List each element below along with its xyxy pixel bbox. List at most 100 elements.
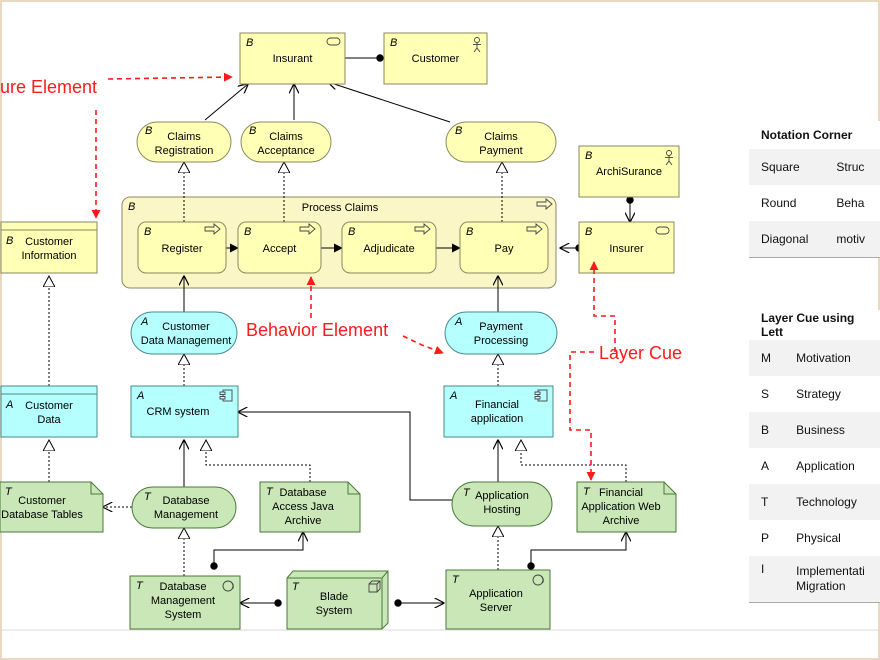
application-server-label: Server	[480, 602, 513, 614]
layer-letter: A	[449, 390, 457, 402]
process-arrow-icon	[536, 198, 553, 210]
claims-acceptance-label: Acceptance	[257, 145, 314, 157]
layer-name-cell: Physical	[784, 520, 880, 556]
pay[interactable]: B Pay	[459, 221, 549, 274]
financial-application-label: application	[471, 413, 524, 425]
claims-registration[interactable]: B Claims Registration	[136, 121, 232, 163]
blade-system-label: System	[316, 605, 353, 617]
customer-data-management-label: Data Management	[141, 335, 232, 347]
pay-label: Pay	[495, 243, 514, 255]
database-management[interactable]: T Database Management	[131, 486, 237, 529]
claims-payment[interactable]: B Claims Payment	[445, 121, 557, 163]
accept-label: Accept	[263, 243, 297, 255]
financial-application[interactable]: A Financial application	[443, 385, 554, 438]
claims-registration-label: Claims	[167, 131, 201, 143]
layer-cue-title: Layer Cue using Lett	[749, 310, 880, 340]
crm-system-label: CRM system	[147, 406, 210, 418]
system-software-icon	[532, 574, 544, 586]
layer-name-cell: Migration	[796, 578, 846, 593]
actor-icon	[665, 150, 673, 166]
layer-letter: A	[5, 399, 13, 411]
role-icon	[326, 37, 341, 46]
structure-element-annotation: ure Element	[0, 77, 97, 97]
layer-letter: B	[466, 226, 473, 238]
claims-acceptance[interactable]: B Claims Acceptance	[240, 121, 332, 163]
layer-letter: T	[144, 491, 152, 503]
layer-letter: B	[348, 226, 355, 238]
layer-letter: B	[246, 37, 253, 49]
financial-application-web-archive-label: Application Web	[581, 501, 660, 513]
layer-letter-cell: I	[749, 556, 785, 602]
customer[interactable]: B Customer	[383, 32, 488, 85]
customer-data[interactable]: A Customer Data	[0, 385, 98, 438]
database-access-java-archive-label: Archive	[285, 515, 322, 527]
process-claims-label: Process Claims	[302, 202, 379, 214]
layer-letter-cell: T	[749, 484, 785, 520]
notation-meaning: Struc	[824, 149, 880, 185]
layer-letter: B	[144, 226, 151, 238]
database-access-java-archive-label: Database	[279, 487, 326, 499]
customer-data-label: Data	[37, 414, 61, 426]
layer-letter: B	[249, 125, 256, 137]
payment-processing[interactable]: A Payment Processing	[444, 311, 558, 355]
database-access-java-archive-label: Access Java	[272, 501, 335, 513]
archisurance[interactable]: B ArchiSurance	[578, 145, 680, 198]
insurant-label: Insurant	[273, 53, 313, 65]
layer-letter: T	[583, 486, 591, 498]
application-hosting[interactable]: T Application Hosting	[451, 481, 553, 527]
claims-payment-label: Payment	[479, 145, 522, 157]
database-management-system-label: Management	[151, 595, 215, 607]
financial-application-web-archive-label: Financial	[599, 487, 643, 499]
layer-letter: A	[140, 316, 148, 328]
register-label: Register	[162, 243, 203, 255]
layer-letter: B	[585, 226, 592, 238]
customer-database-tables-label: Database Tables	[1, 509, 83, 521]
actor-icon	[473, 37, 481, 53]
customer-data-management-label: Customer	[162, 321, 210, 333]
layer-name-cell: Technology	[784, 484, 880, 520]
layer-letter-cell: P	[749, 520, 785, 556]
database-access-java-archive[interactable]: T Database Access Java Archive	[259, 481, 361, 533]
insurer-label: Insurer	[609, 243, 644, 255]
customer-label: Customer	[412, 53, 460, 65]
component-icon	[219, 389, 233, 402]
application-server-label: Application	[469, 588, 523, 600]
adjudicate[interactable]: B Adjudicate	[341, 221, 437, 274]
layer-letter: B	[455, 125, 462, 137]
process-claims[interactable]: B Process Claims	[121, 196, 557, 289]
layer-letter: B	[6, 235, 13, 247]
layer-letter: T	[292, 581, 300, 593]
layer-letter-cell: S	[749, 376, 785, 412]
customer-information-label: Information	[21, 250, 76, 262]
customer-database-tables[interactable]: T Customer Database Tables	[0, 481, 104, 533]
financial-application-web-archive[interactable]: T Financial Application Web Archive	[576, 481, 677, 533]
crm-system[interactable]: A CRM system	[130, 385, 239, 438]
register[interactable]: B Register	[137, 221, 227, 274]
accept[interactable]: B Accept	[237, 221, 322, 274]
layer-name-cell: Implementati	[796, 563, 865, 578]
layer-name-cell: Business	[784, 412, 880, 448]
customer-information[interactable]: B Customer Information	[0, 221, 98, 274]
layer-letter: T	[463, 487, 471, 499]
application-hosting-label: Hosting	[483, 504, 520, 516]
database-management-label: Database	[162, 495, 209, 507]
notation-corner-title: Notation Corner	[749, 121, 880, 149]
customer-data-management[interactable]: A Customer Data Management	[130, 311, 238, 355]
process-arrow-icon	[204, 223, 221, 235]
layer-name-cell: Motivation	[784, 340, 880, 376]
database-management-system[interactable]: T Database Management System	[129, 575, 241, 630]
layer-letter: B	[244, 226, 251, 238]
blade-system[interactable]: T Blade System	[286, 570, 389, 630]
insurant[interactable]: B Insurant	[239, 32, 346, 85]
payment-processing-label: Payment	[479, 321, 522, 333]
financial-application-web-archive-label: Archive	[603, 515, 640, 527]
claims-acceptance-label: Claims	[269, 131, 303, 143]
layer-letter: T	[5, 486, 13, 498]
application-server[interactable]: T Application Server	[445, 569, 551, 630]
customer-information-label: Customer	[25, 236, 73, 248]
notation-meaning: motiv	[824, 221, 880, 257]
insurer[interactable]: B Insurer	[578, 221, 675, 274]
customer-data-label: Customer	[25, 400, 73, 412]
